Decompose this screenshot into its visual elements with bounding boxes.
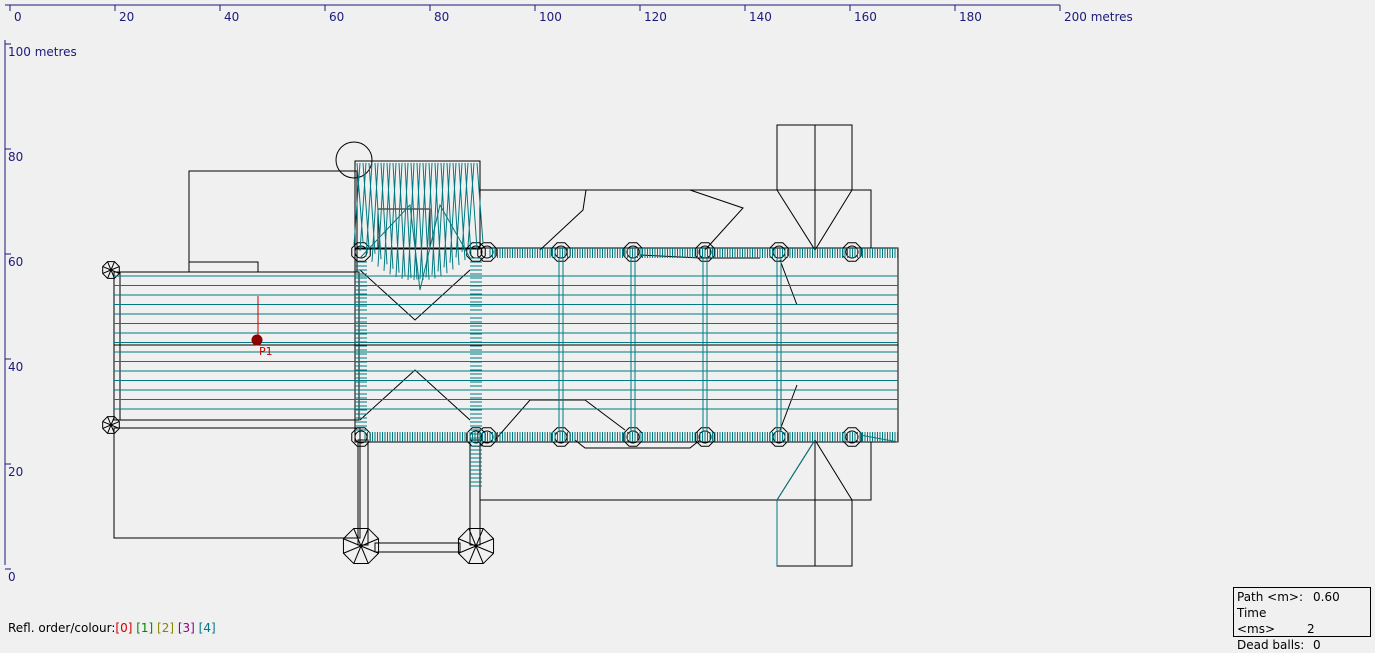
corner-pier-spoke [458, 545, 477, 554]
wall-pier-spoke [102, 424, 112, 429]
time-label: Time <ms> [1237, 606, 1276, 636]
column-core [354, 245, 368, 259]
wall-pier-spoke [110, 269, 115, 279]
ray-paths [114, 162, 899, 566]
wall-pier-spoke [110, 421, 120, 426]
column [623, 427, 643, 447]
wall-pier-spoke [107, 424, 112, 434]
corner-pier-spoke [475, 538, 494, 547]
y-axis-ticks: 100 metres 80 60 40 20 0 [5, 43, 77, 584]
ray-fan [353, 162, 484, 281]
y-tick-label: 100 metres [8, 45, 77, 59]
wall-pier-spoke [102, 266, 112, 271]
sound-source[interactable]: P1 [251, 296, 273, 358]
y-tick-label: 80 [8, 150, 23, 164]
column-markers [102, 242, 862, 565]
path-value: 0.60 [1313, 590, 1340, 604]
x-tick-label: 120 [644, 10, 667, 24]
wall-pier-spoke [107, 261, 112, 271]
corner-pier-spoke [458, 538, 477, 547]
y-tick-label: 60 [8, 255, 23, 269]
time-value: 2 [1307, 622, 1315, 636]
corner-pier-spoke [343, 538, 362, 547]
ray-hatch [470, 257, 482, 487]
legend-item-3: [3] [174, 621, 195, 635]
wall-pier-spoke [110, 269, 120, 274]
corner-pier-spoke [343, 545, 362, 554]
x-tick-label: 0 [14, 10, 22, 24]
reflection-legend: Refl. order/colour:[0] [1] [2] [3] [4] [8, 621, 216, 635]
wall-pier-spoke [110, 424, 115, 434]
column [351, 427, 371, 447]
corner-pier-spoke [468, 545, 477, 564]
legend-prefix: Refl. order/colour: [8, 621, 116, 635]
column-core [698, 430, 712, 444]
dead-value: 0 [1313, 638, 1321, 652]
x-tick-label: 160 [854, 10, 877, 24]
legend-item-2: [2] [153, 621, 175, 635]
corner-pier-spoke [475, 545, 484, 564]
legend-item-1: [1] [132, 621, 154, 635]
wall-pier-spoke [110, 416, 115, 426]
y-tick-label: 0 [8, 570, 16, 584]
x-tick-label: 80 [434, 10, 449, 24]
dead-label: Dead balls: [1237, 638, 1305, 652]
x-tick-label: 200 metres [1064, 10, 1133, 24]
corner-pier-spoke [360, 545, 369, 564]
corner-pier-spoke [468, 528, 477, 547]
ray [859, 434, 899, 443]
x-tick-label: 60 [329, 10, 344, 24]
ray [359, 203, 471, 291]
column [695, 242, 715, 262]
corner-pier-spoke [475, 545, 494, 554]
column [466, 242, 486, 262]
ray-hatch [364, 432, 898, 442]
column [695, 427, 715, 447]
source-label: P1 [259, 345, 273, 358]
corner-pier-spoke [475, 528, 484, 547]
wall-pier-spoke [107, 269, 112, 279]
column [477, 242, 497, 262]
column [551, 242, 571, 262]
column [623, 242, 643, 262]
column [551, 427, 571, 447]
corner-pier-spoke [360, 545, 379, 554]
x-tick-label: 140 [749, 10, 772, 24]
x-tick-label: 180 [959, 10, 982, 24]
x-axis-ticks: 0 20 40 60 80 100 120 140 160 180 200 metres [9, 5, 1133, 24]
ray-hatch [355, 261, 367, 431]
info-panel: Path <m>: 0.60 Time <ms> 2 Dead balls: 0 [1233, 587, 1371, 652]
y-tick-label: 40 [8, 360, 23, 374]
wall-pier-spoke [110, 266, 120, 271]
corner-pier-spoke [353, 545, 362, 564]
wall-pier-spoke [107, 416, 112, 426]
ray [776, 439, 816, 566]
corner-pier-spoke [353, 528, 362, 547]
building-plan [113, 124, 899, 567]
y-tick-label: 20 [8, 465, 23, 479]
corner-pier-spoke [360, 528, 369, 547]
x-tick-label: 40 [224, 10, 239, 24]
legend-item-0: [0] [115, 621, 133, 635]
wall-pier-spoke [110, 261, 115, 271]
x-tick-label: 100 [539, 10, 562, 24]
x-tick-label: 20 [119, 10, 134, 24]
wall-pier-spoke [102, 421, 112, 426]
legend-item-4: [4] [194, 621, 216, 635]
ray-hatch [489, 248, 898, 258]
corner-pier-spoke [360, 538, 379, 547]
wall-pier-spoke [110, 424, 120, 429]
wall-pier-spoke [102, 269, 112, 274]
path-label: Path <m>: [1237, 590, 1304, 604]
